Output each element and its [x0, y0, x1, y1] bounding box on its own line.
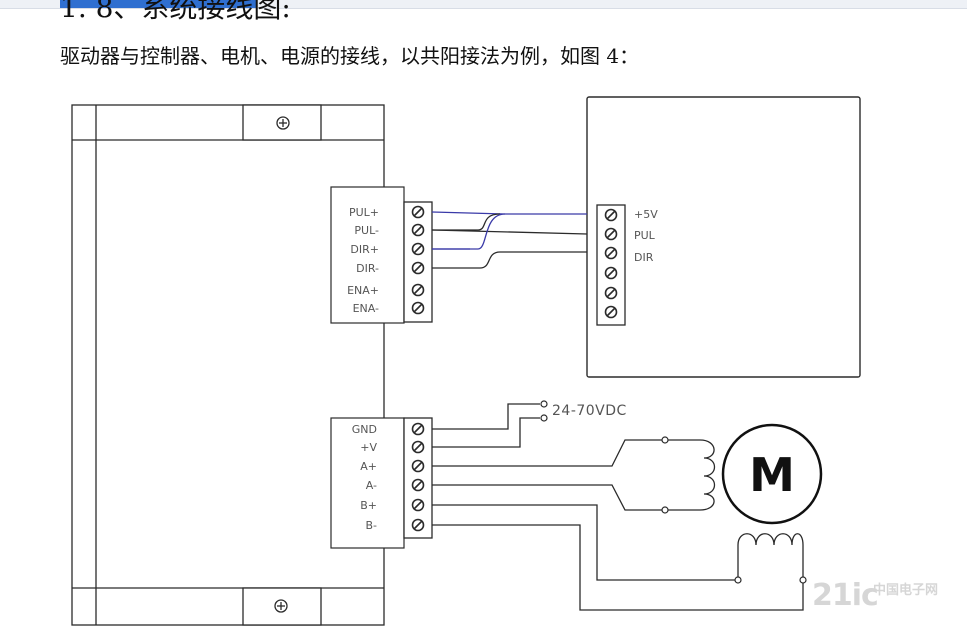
controller-terminal-label: +5V: [634, 208, 658, 221]
signal-terminal-label: ENA-: [353, 302, 379, 315]
signal-terminal-label: DIR+: [350, 243, 379, 256]
terminal-screw-icon: [411, 422, 425, 436]
wire-pul-minus: [432, 213, 501, 231]
terminal-screw-icon: [411, 261, 425, 275]
power-terminal-label: B-: [365, 519, 377, 532]
terminal-screw-icon: [604, 208, 618, 222]
wire-pul-minus-2: [431, 229, 588, 235]
controller-terminal-label: PUL: [634, 229, 656, 242]
signal-terminal-label: PUL+: [349, 206, 379, 219]
wire-dir-plus: [432, 213, 506, 250]
power-terminal-block: [403, 417, 433, 539]
power-label-panel: [330, 417, 405, 549]
motor-label: M: [749, 448, 795, 502]
wire-b-plus: [432, 504, 738, 581]
controller-terminal-block: [596, 204, 626, 326]
signal-terminal-label: ENA+: [347, 284, 379, 297]
watermark-logo: 21ic: [812, 578, 879, 613]
terminal-screw-icon: [411, 498, 425, 512]
terminal-screw-icon: [411, 242, 425, 256]
power-terminal-label: +V: [360, 441, 377, 454]
terminal-screw-icon: [604, 266, 618, 280]
power-terminal-label: GND: [352, 423, 377, 436]
wire-gnd: [432, 403, 540, 430]
wire-junctions: [540, 400, 807, 584]
terminal-screw-icon: [604, 305, 618, 319]
terminal-screw-icon: [411, 440, 425, 454]
terminal-screw-icon: [411, 283, 425, 297]
wire-a-plus: [432, 439, 665, 467]
section-title: 1. 8、系统接线图:: [60, 0, 291, 24]
wire-b-minus: [432, 524, 804, 611]
power-terminal-label: A-: [366, 479, 377, 492]
motor-icon: M: [721, 423, 823, 525]
power-terminal-label: B+: [360, 499, 377, 512]
signal-terminal-label: DIR-: [356, 262, 379, 275]
terminal-screw-icon: [411, 518, 425, 532]
controller-terminal-label: DIR: [634, 251, 654, 264]
terminal-screw-icon: [411, 459, 425, 473]
watermark-sub: 中国电子网: [873, 583, 939, 598]
mount-screw-top-icon: [276, 116, 290, 130]
intro-text: 驱动器与控制器、电机、电源的接线，以共阳接法为例，如图 4：: [60, 44, 640, 68]
power-supply-label: 24-70VDC: [552, 403, 627, 419]
terminal-screw-icon: [411, 223, 425, 237]
signal-label-panel: [330, 186, 405, 324]
coil-b: [737, 533, 804, 546]
mount-screw-bottom-icon: [274, 599, 288, 613]
wire-a-minus: [432, 484, 665, 511]
selection-highlight: [60, 0, 256, 8]
power-wires: [432, 403, 804, 611]
browser-topbar: [0, 0, 967, 9]
terminal-screw-icon: [411, 205, 425, 219]
terminal-screw-icon: [604, 286, 618, 300]
controller-box: [586, 96, 861, 378]
terminal-screw-icon: [604, 227, 618, 241]
power-terminal-label: A+: [360, 460, 377, 473]
wire-v: [432, 417, 540, 448]
terminal-screw-icon: [411, 478, 425, 492]
coil-a: [699, 439, 716, 511]
signal-terminal-label: PUL-: [354, 224, 379, 237]
terminal-screw-icon: [604, 246, 618, 260]
signal-wires: [431, 211, 588, 269]
wire-pul-plus: [431, 211, 587, 215]
wire-dir-minus: [432, 251, 587, 269]
terminal-screw-icon: [411, 301, 425, 315]
